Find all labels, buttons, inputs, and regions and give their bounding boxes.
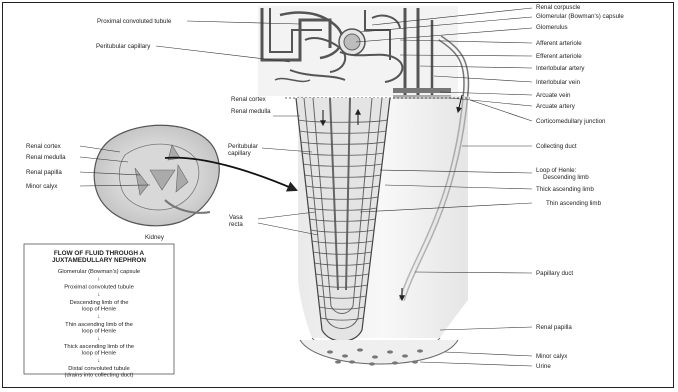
flow-step-text: Thin ascending limb of the: [65, 322, 133, 328]
flow-of-fluid-box: FLOW OF FLUID THROUGH A JUXTAMEDULLARY N…: [24, 244, 174, 379]
flow-step-text: Proximal convoluted tubule: [64, 285, 134, 291]
label-renal-papilla: Renal papilla: [536, 324, 572, 331]
flow-arrow: ↓: [98, 314, 101, 320]
label-loop-of-henle-1: Loop of Henle:: [536, 167, 577, 174]
label-thin-ascending-limb: Thin ascending limb: [546, 200, 602, 207]
flow-step-text: Glomerular (Bowman's) capsule: [58, 269, 140, 275]
label-arcuate-artery: Arcuate artery: [536, 103, 576, 110]
label-renal-medulla-left: Renal medulla: [26, 154, 66, 161]
flow-step-text: Distal convoluted tubule: [68, 366, 130, 372]
flow-step-text: loop of Henle: [82, 351, 116, 357]
flow-arrow: ↓: [98, 292, 101, 298]
label-glomerular-capsule: Glomerular (Bowman's) capsule: [536, 13, 624, 20]
flow-title-line-2: JUXTAMEDULLARY NEPHRON: [52, 257, 146, 264]
flow-step-text: Descending limb of the: [70, 300, 129, 306]
label-collecting-duct: Collecting duct: [536, 143, 577, 150]
label-arcuate-vein: Arcuate vein: [536, 92, 571, 99]
label-peritubular-capillary-top: Peritubular capillary: [96, 43, 151, 50]
label-minor-calyx-left: Minor calyx: [26, 183, 58, 190]
cortex-vessels: [258, 6, 458, 96]
label-corticomedullary-junction: Corticomedullary junction: [536, 118, 606, 125]
label-vasa-recta-2: recta: [229, 221, 243, 228]
label-loop-of-henle-2: Descending limb: [543, 174, 589, 181]
flow-step-text: loop of Henle: [82, 329, 116, 335]
label-renal-cortex-left: Renal cortex: [26, 143, 62, 150]
label-efferent-arteriole: Efferent arteriole: [536, 53, 582, 60]
label-kidney: Kidney: [145, 234, 165, 241]
label-glomerulus: Glomerulus: [536, 24, 568, 31]
label-peritubular-capillary-mid-1: Peritubular: [228, 143, 258, 150]
flow-arrow: ↓: [98, 336, 101, 342]
label-peritubular-capillary-mid-2: capillary: [228, 150, 252, 157]
label-afferent-arteriole: Afferent arteriole: [536, 40, 582, 47]
flow-title-line-1: FLOW OF FLUID THROUGH A: [54, 250, 145, 257]
flow-arrow: ↓: [98, 358, 101, 364]
kidney-illustration: [94, 125, 219, 226]
label-vasa-recta-1: Vasa: [229, 214, 243, 221]
flow-arrow: ↓: [98, 277, 101, 283]
label-renal-papilla-left: Renal papilla: [26, 169, 62, 176]
label-proximal-convoluted-tubule: Proximal convoluted tubule: [97, 18, 172, 25]
label-renal-cortex-center: Renal cortex: [231, 96, 267, 103]
flow-step-text: loop of Henle: [82, 307, 116, 313]
label-minor-calyx-right: Minor calyx: [536, 353, 568, 360]
flow-step-text: Thick ascending limb of the: [64, 344, 134, 350]
label-thick-ascending-limb: Thick ascending limb: [536, 186, 594, 193]
label-urine: Urine: [536, 363, 551, 370]
label-interlobular-vein: Interlobular vein: [536, 79, 581, 86]
label-renal-corpuscle: Renal corpuscle: [536, 4, 581, 11]
label-renal-medulla-center: Renal medulla: [231, 108, 271, 115]
label-papillary-duct: Papillary duct: [536, 270, 573, 277]
flow-step-text: (drains into collecting duct): [65, 373, 134, 379]
label-interlobular-artery: Interlobular artery: [536, 65, 585, 72]
